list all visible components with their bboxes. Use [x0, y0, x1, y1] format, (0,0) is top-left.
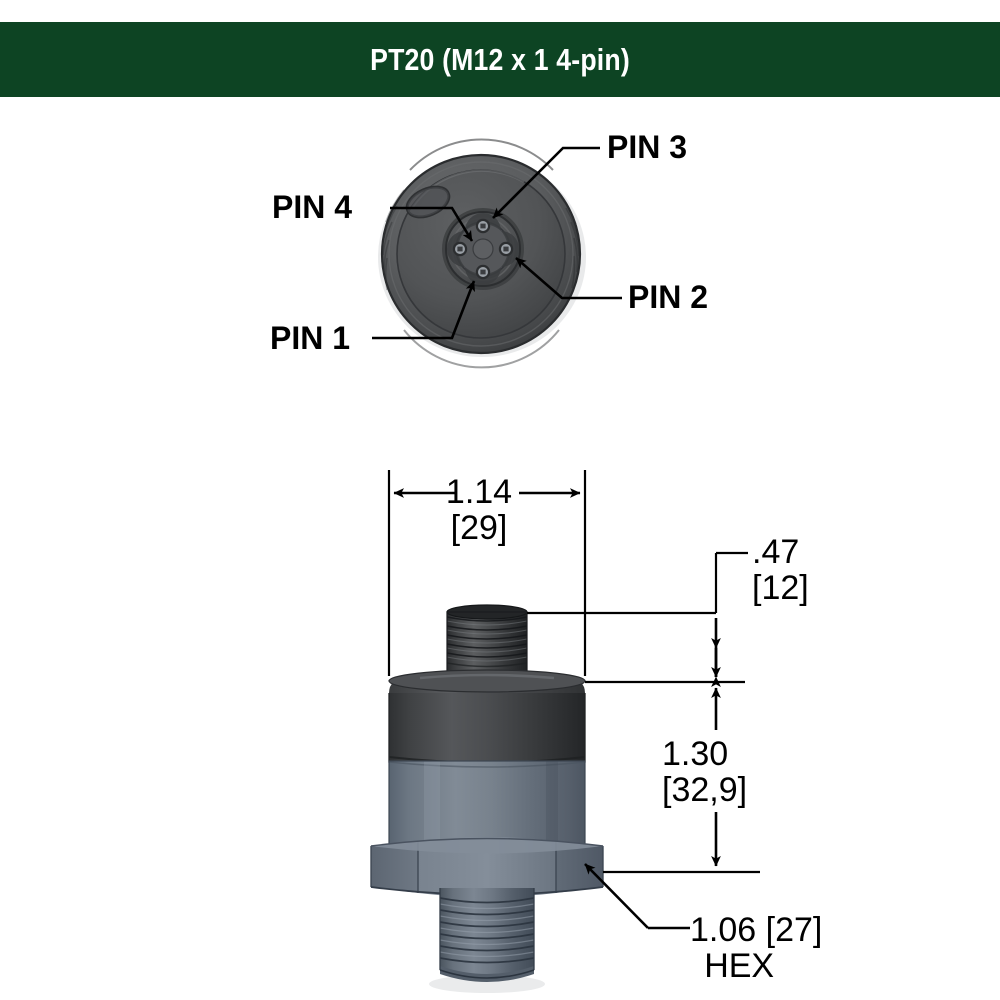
dim-body-metric: [32,9]	[662, 771, 748, 810]
sensor-side-view	[370, 604, 604, 993]
dimension-annotations	[387, 470, 760, 930]
dim-hex-label: 1.06 [27] HEX	[690, 912, 822, 984]
connector-pin-sockets	[452, 218, 514, 280]
socket-pin-4	[452, 241, 468, 257]
dim-body-height-label: 1.30 [32,9]	[662, 736, 747, 808]
dim-width-label: 1.14 [29]	[395, 474, 563, 546]
connector-face-view	[372, 138, 622, 369]
dim-hex-inch: 1.06 [27]	[690, 911, 823, 949]
dim-connector-height-label: .47 [12]	[752, 534, 809, 606]
hex-nut	[370, 837, 604, 897]
dim-width-1-14	[387, 470, 587, 676]
connector-key-marking	[405, 185, 451, 219]
dim-connector-inch: .47	[752, 533, 800, 571]
leader-pin-1	[372, 280, 476, 340]
dim-width-inch: 1.14	[445, 473, 513, 511]
page-title: PT20 (M12 x 1 4-pin)	[370, 41, 630, 77]
dim-hex-1-06	[584, 863, 690, 930]
dim-body-height-1-30	[603, 687, 760, 874]
dim-connector-metric: [12]	[752, 569, 809, 608]
pin-2-label: PIN 2	[628, 279, 709, 315]
process-port-thread	[439, 888, 535, 982]
leader-pin-3	[492, 146, 600, 219]
socket-pin-3	[475, 218, 491, 234]
socket-pin-2	[498, 241, 514, 257]
dim-body-inch: 1.30	[662, 735, 729, 773]
pin-4-label: PIN 4	[272, 189, 353, 225]
dim-hex-note: HEX	[704, 947, 775, 986]
sensor-body	[388, 760, 586, 849]
leader-pin-4	[390, 206, 474, 242]
pin-1-label: PIN 1	[270, 320, 351, 356]
leader-pin-2	[515, 257, 622, 300]
dim-connector-height-0-47	[527, 551, 748, 687]
header-banner: PT20 (M12 x 1 4-pin)	[0, 22, 1000, 97]
sensor-cap	[388, 669, 586, 764]
pin-3-label: PIN 3	[607, 129, 688, 165]
dim-width-metric: [29]	[450, 509, 508, 548]
socket-pin-1	[475, 264, 491, 280]
